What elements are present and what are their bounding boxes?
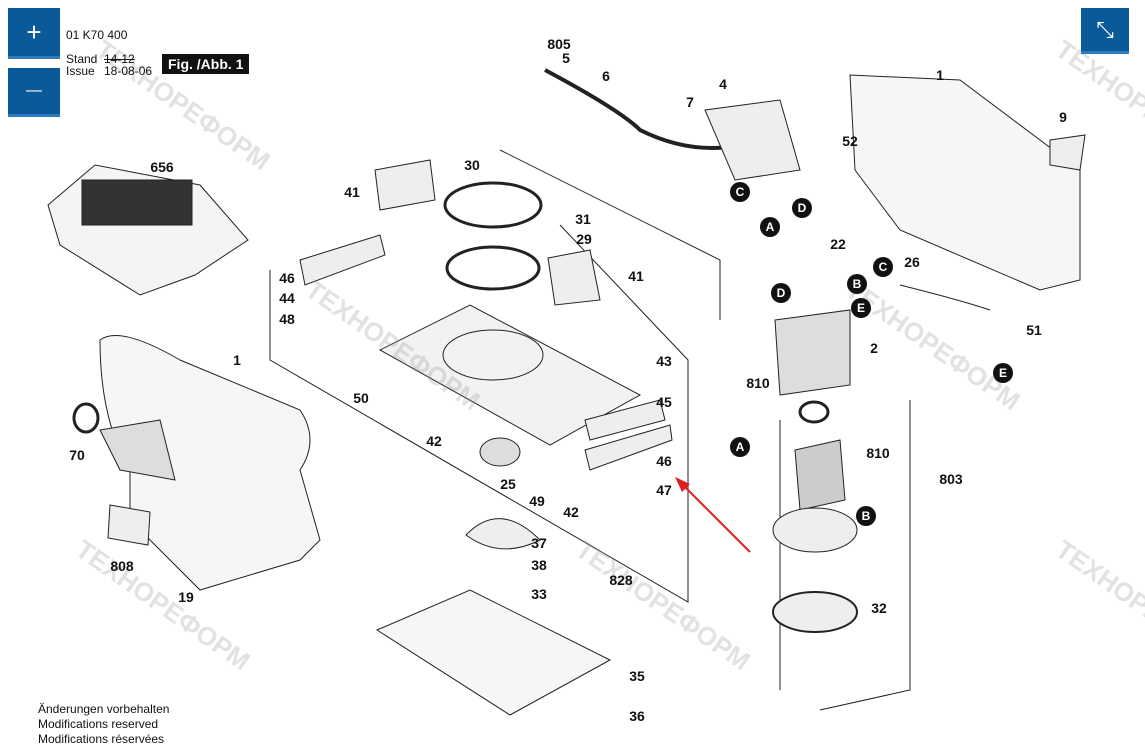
bearing-25 bbox=[479, 437, 521, 467]
part-label: 41 bbox=[628, 268, 644, 284]
connection-marker: C bbox=[873, 257, 893, 277]
part-label: 805 bbox=[547, 36, 571, 52]
figure-label: Fig. /Abb. 1 bbox=[162, 54, 250, 74]
connection-marker: C bbox=[730, 182, 750, 202]
part-label: 41 bbox=[344, 184, 360, 200]
collapse-arrows-icon: ⤡ bbox=[1096, 16, 1114, 42]
sanding-pad-35 bbox=[375, 589, 612, 716]
part-label: 50 bbox=[353, 390, 369, 406]
connection-marker: E bbox=[993, 363, 1013, 383]
part-label: 656 bbox=[150, 159, 174, 175]
part-label: 51 bbox=[1026, 322, 1042, 338]
footer-de: Änderungen vorbehalten bbox=[38, 702, 170, 716]
eccentric-37 bbox=[465, 518, 541, 550]
part-label: 26 bbox=[904, 254, 920, 270]
part-label: 1 bbox=[936, 67, 944, 83]
minus-icon: — bbox=[26, 82, 42, 99]
zoom-in-button[interactable]: + bbox=[8, 8, 60, 59]
connection-marker: D bbox=[792, 198, 812, 218]
part-label: 9 bbox=[1059, 109, 1067, 125]
plate-part bbox=[378, 304, 642, 446]
footer-fr: Modifications réservées bbox=[38, 732, 165, 746]
part-label: 52 bbox=[842, 133, 858, 149]
issue-label: Issue bbox=[66, 64, 95, 78]
armature-803 bbox=[794, 439, 846, 511]
fullscreen-toggle-button[interactable]: ⤡ bbox=[1081, 8, 1129, 54]
part-label: 47 bbox=[656, 482, 672, 498]
part-label: 808 bbox=[110, 558, 134, 574]
housing-left-part bbox=[99, 335, 321, 591]
footer-en: Modifications reserved bbox=[38, 717, 159, 731]
holder-41 bbox=[547, 249, 601, 306]
part-label: 49 bbox=[529, 493, 545, 509]
gasket-30 bbox=[443, 181, 543, 229]
part-label: 32 bbox=[871, 600, 887, 616]
bearing-seat bbox=[442, 329, 544, 381]
switch-4 bbox=[704, 99, 801, 181]
part-label: 48 bbox=[279, 311, 295, 327]
holder-41b bbox=[374, 159, 436, 211]
connection-marker: A bbox=[730, 437, 750, 457]
part-label: 70 bbox=[69, 447, 85, 463]
part-label: 30 bbox=[464, 157, 480, 173]
part-label: 7 bbox=[686, 94, 694, 110]
zoom-out-button[interactable]: — bbox=[8, 68, 60, 117]
part-label: 803 bbox=[939, 471, 963, 487]
part-label: 46 bbox=[279, 270, 295, 286]
gasket-29 bbox=[445, 245, 541, 291]
footer-notes: Änderungen vorbehalten Modifications res… bbox=[38, 702, 169, 747]
part-label: 4 bbox=[719, 76, 727, 92]
issue-date: 18-08-06 bbox=[104, 64, 153, 78]
part-label: 43 bbox=[656, 353, 672, 369]
part-label: 6 bbox=[602, 68, 610, 84]
old-date: 14-12 bbox=[104, 52, 135, 66]
part-number: 01 K70 400 bbox=[66, 28, 128, 42]
filter-grid bbox=[81, 179, 193, 226]
part-label: 828 bbox=[609, 572, 633, 588]
stator-2 bbox=[774, 309, 851, 396]
housing-right-part bbox=[849, 74, 1081, 291]
part-label: 44 bbox=[279, 290, 295, 306]
connection-marker: E bbox=[851, 298, 871, 318]
part-label: 25 bbox=[500, 476, 516, 492]
connection-marker: B bbox=[856, 506, 876, 526]
part-label: 29 bbox=[576, 231, 592, 247]
part-label: 36 bbox=[629, 708, 645, 724]
connection-marker: A bbox=[760, 217, 780, 237]
stand-label: Stand bbox=[66, 52, 98, 66]
connection-marker: D bbox=[771, 283, 791, 303]
red-arrow bbox=[681, 483, 751, 553]
part-label: 45 bbox=[656, 394, 672, 410]
part-label: 19 bbox=[178, 589, 194, 605]
part-label: 5 bbox=[562, 50, 570, 66]
fan bbox=[772, 507, 858, 553]
part-label: 42 bbox=[426, 433, 442, 449]
plus-icon: + bbox=[26, 16, 42, 47]
part-label: 35 bbox=[629, 668, 645, 684]
part-label: 1 bbox=[233, 352, 241, 368]
part-label: 2 bbox=[870, 340, 878, 356]
part-label: 31 bbox=[575, 211, 591, 227]
part-label: 810 bbox=[866, 445, 890, 461]
part-label: 38 bbox=[531, 557, 547, 573]
fan-32 bbox=[772, 591, 858, 633]
part-label: 810 bbox=[746, 375, 770, 391]
connection-marker: B bbox=[847, 274, 867, 294]
part-label: 46 bbox=[656, 453, 672, 469]
ring-70-part bbox=[72, 402, 100, 434]
part-label: 42 bbox=[563, 504, 579, 520]
part-label: 22 bbox=[830, 236, 846, 252]
part-label: 33 bbox=[531, 586, 547, 602]
part-label: 37 bbox=[531, 535, 547, 551]
